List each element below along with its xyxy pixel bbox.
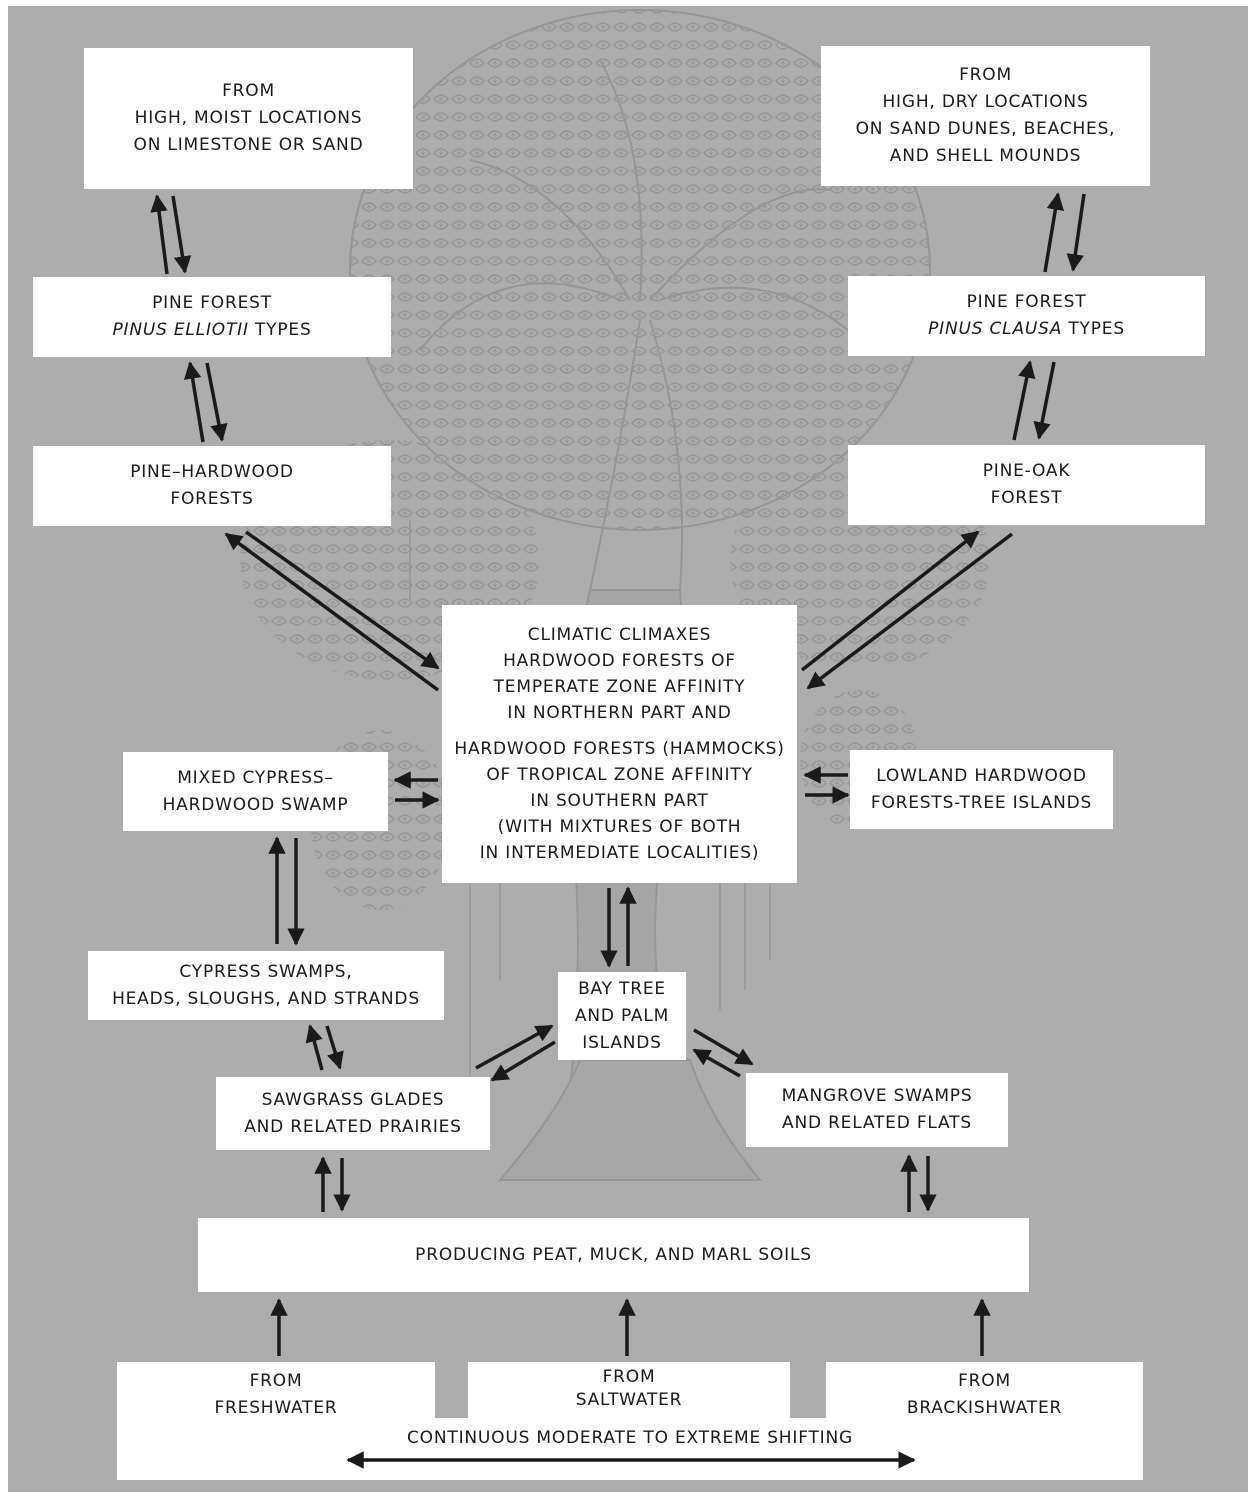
box-line: IN SOUTHERN PART	[530, 791, 709, 811]
box-line: SAWGRASS GLADES	[261, 1089, 445, 1110]
box-pine-oak-forest: PINE-OAK FOREST	[848, 445, 1205, 525]
box-line: PINE FOREST	[966, 292, 1087, 312]
box-line: FRESHWATER	[214, 1398, 338, 1418]
box-line: HIGH, DRY LOCATIONS	[882, 92, 1089, 112]
box-high-moist-locations: FROM HIGH, MOIST LOCATIONS ON LIMESTONE …	[84, 48, 413, 189]
species-name: PINUS CLAUSA	[928, 319, 1063, 339]
box-mangrove-swamps: MANGROVE SWAMPS AND RELATED FLATS	[746, 1073, 1008, 1147]
box-line: TEMPERATE ZONE AFFINITY	[493, 677, 746, 697]
box-pine-forest-clausa: PINE FOREST PINUS CLAUSA TYPES	[848, 276, 1205, 356]
box-line: PINE FOREST	[152, 293, 272, 313]
box-line: LOWLAND HARDWOOD	[876, 765, 1087, 786]
box-line: FROM	[249, 1371, 303, 1391]
box-line: ISLANDS	[582, 1032, 662, 1053]
box-line: HARDWOOD FORESTS OF	[503, 651, 736, 671]
box-producing-soils: PRODUCING PEAT, MUCK, AND MARL SOILS	[198, 1218, 1029, 1292]
box-mixed-cypress-hardwood: MIXED CYPRESS– HARDWOOD SWAMP	[123, 752, 388, 831]
box-line: MIXED CYPRESS–	[177, 767, 334, 788]
box-line: PINUS CLAUSA TYPES	[928, 316, 1125, 343]
box-line: HARDWOOD FORESTS (HAMMOCKS)	[454, 739, 785, 759]
box-from-saltwater: FROM SALTWATER	[468, 1362, 790, 1422]
box-from-brackishwater: FROM BRACKISHWATER	[826, 1362, 1143, 1442]
palm-fronds	[419, 59, 871, 591]
box-lowland-hardwood: LOWLAND HARDWOOD FORESTS-TREE ISLANDS	[850, 750, 1113, 829]
shifting-label: CONTINUOUS MODERATE TO EXTREME SHIFTING	[407, 1428, 853, 1448]
arrow-diagonal	[693, 1028, 754, 1066]
species-name: PINUS ELLIOTII	[112, 320, 249, 340]
box-line: (WITH MIXTURES OF BOTH	[497, 817, 742, 837]
arrow-diagonal	[490, 1040, 556, 1082]
box-line: OF TROPICAL ZONE AFFINITY	[486, 765, 753, 785]
arrow-down	[1066, 193, 1086, 272]
arrow-diagonal	[692, 1048, 741, 1078]
box-pine-hardwood-forests: PINE–HARDWOOD FORESTS	[33, 446, 391, 526]
arrow-down	[325, 1025, 344, 1070]
box-line: FROM	[602, 1367, 656, 1387]
box-line: PINUS ELLIOTII TYPES	[112, 317, 311, 344]
box-line: BRACKISHWATER	[906, 1398, 1063, 1418]
box-line: HEADS, SLOUGHS, AND STRANDS	[112, 988, 420, 1009]
box-sawgrass-glades: SAWGRASS GLADES AND RELATED PRAIRIES	[216, 1077, 490, 1150]
aerial-roots	[409, 520, 771, 1100]
box-line: FROM	[959, 65, 1012, 85]
box-line: AND RELATED PRAIRIES	[244, 1116, 462, 1137]
box-line: PINE–HARDWOOD	[130, 462, 294, 482]
box-line: HIGH, MOIST LOCATIONS	[134, 108, 363, 128]
arrow-diagonal	[224, 532, 440, 692]
box-climatic-climaxes: CLIMATIC CLIMAXES HARDWOOD FORESTS OF TE…	[442, 605, 797, 883]
box-line: HARDWOOD SWAMP	[162, 794, 349, 815]
box-line: MANGROVE SWAMPS	[781, 1086, 973, 1106]
arrow-diagonal	[800, 530, 980, 672]
box-line: FROM	[958, 1371, 1011, 1391]
arrow-up	[150, 194, 169, 275]
box-line: SALTWATER	[575, 1390, 683, 1410]
box-line: PRODUCING PEAT, MUCK, AND MARL SOILS	[415, 1244, 812, 1265]
box-line: FORESTS	[170, 489, 254, 509]
box-bay-tree-palm-islands: BAY TREE AND PALM ISLANDS	[558, 972, 686, 1060]
arrow-down	[205, 362, 228, 442]
box-line: AND SHELL MOUNDS	[889, 146, 1082, 166]
box-line: ON SAND DUNES, BEACHES,	[855, 119, 1116, 139]
box-line: IN INTERMEDIATE LOCALITIES)	[479, 843, 760, 863]
arrow-up	[1012, 360, 1036, 441]
box-line: CLIMATIC CLIMAXES	[527, 625, 712, 645]
box-line: PINE-OAK	[982, 461, 1071, 481]
box-high-dry-locations: FROM HIGH, DRY LOCATIONS ON SAND DUNES, …	[821, 46, 1150, 186]
box-line: BAY TREE	[578, 978, 666, 999]
box-line: FROM	[222, 81, 275, 101]
box-from-freshwater: FROM FRESHWATER	[117, 1362, 435, 1442]
arrow-diagonal	[244, 530, 440, 670]
arrow-diagonal	[475, 1024, 554, 1070]
arrow-up	[305, 1024, 324, 1071]
box-pine-forest-elliotii: PINE FOREST PINUS ELLIOTII TYPES	[33, 277, 391, 357]
box-cypress-swamps: CYPRESS SWAMPS, HEADS, SLOUGHS, AND STRA…	[88, 951, 444, 1020]
box-line: IN NORTHERN PART AND	[507, 703, 732, 723]
box-line: FORESTS-TREE ISLANDS	[870, 792, 1093, 813]
canopy-shape	[349, 9, 931, 531]
box-line: ON LIMESTONE OR SAND	[133, 135, 364, 155]
roots-shape	[497, 1059, 763, 1181]
arrow-up	[183, 361, 205, 443]
box-line-suffix: TYPES	[1068, 319, 1125, 339]
box-line: CYPRESS SWAMPS,	[179, 961, 353, 982]
arrow-diagonal	[806, 532, 1014, 690]
arrow-up	[1043, 192, 1065, 273]
arrow-down	[1033, 361, 1056, 440]
box-line: AND RELATED FLATS	[782, 1113, 972, 1133]
box-line-suffix: TYPES	[254, 320, 312, 340]
box-line: FOREST	[990, 488, 1063, 508]
box-line: AND PALM	[574, 1005, 670, 1026]
arrow-down	[171, 195, 192, 274]
